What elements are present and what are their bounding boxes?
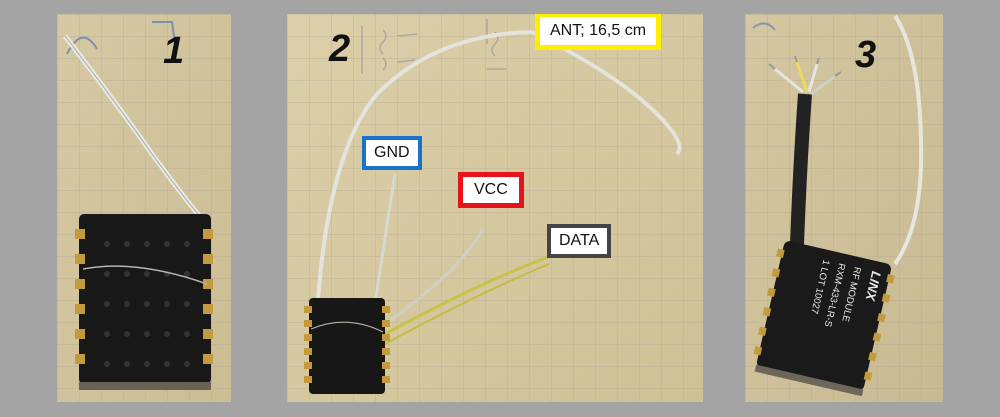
photo-panel-3: LINX RF MODULE RXM-433-LR-S 1 LOT 10027 … — [745, 14, 943, 402]
rf-module-top: LINX RF MODULE RXM-433-LR-S 1 LOT 10027 — [753, 241, 895, 397]
panel-number-2: 2 — [329, 28, 351, 70]
photo-2-image — [287, 14, 703, 402]
module-brand: LINX — [863, 270, 885, 304]
rf-module-bottom — [75, 214, 213, 390]
rf-module-wired — [304, 298, 390, 394]
photo-panel-2: 2 ANT; 16,5 cm GND VCC DATA — [287, 14, 703, 402]
data-label: DATA — [547, 224, 612, 258]
gnd-label: GND — [362, 136, 422, 170]
photo-1-image — [57, 14, 231, 402]
photo-panel-1: 1 — [57, 14, 231, 402]
panel-number-1: 1 — [163, 30, 185, 72]
vcc-label: VCC — [458, 172, 524, 208]
panel-number-3: 3 — [855, 34, 877, 76]
photo-3-image: LINX RF MODULE RXM-433-LR-S 1 LOT 10027 — [745, 14, 943, 402]
ant-label: ANT; 16,5 cm — [535, 14, 662, 50]
